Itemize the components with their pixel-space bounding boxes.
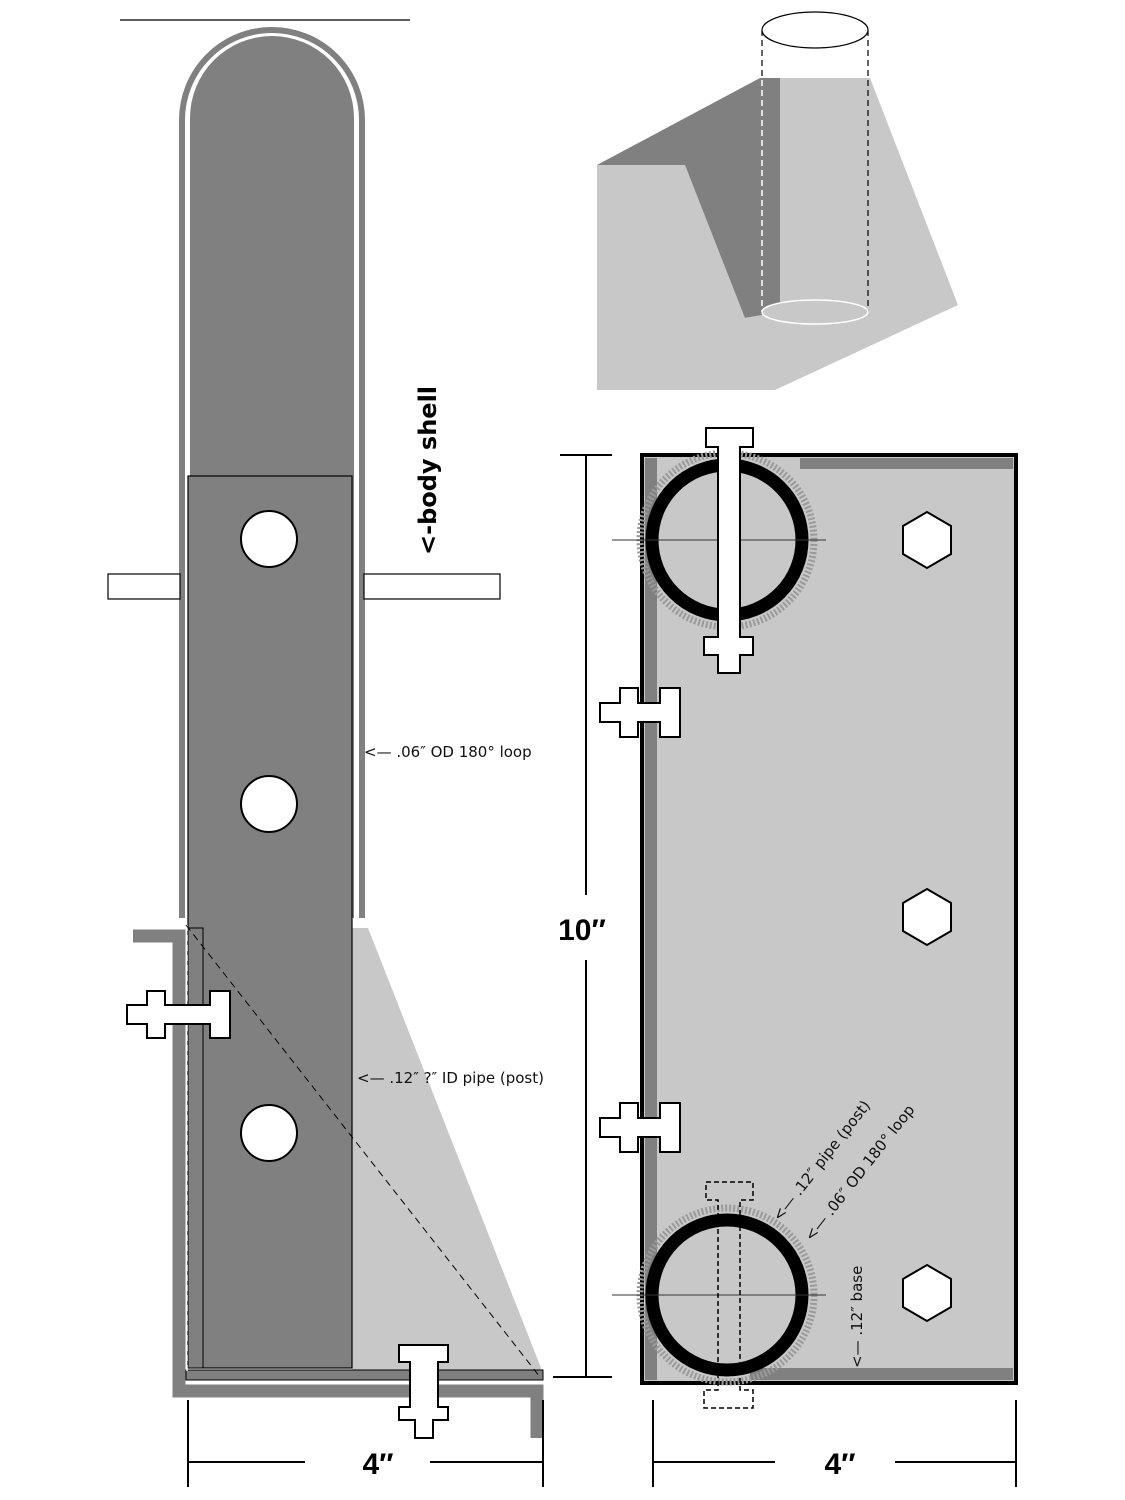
plate-edge-bottom [750,1368,1013,1380]
hex-nut-icon [902,510,952,570]
bolt-vertical [398,1344,449,1439]
pipe-label: <— .12″ ?″ ID pipe (post) [357,1069,544,1087]
post-plate [187,475,353,1369]
bolt-hidden [703,1181,754,1409]
base-plate [185,1369,544,1381]
bolt-vertical-top [703,427,754,674]
cylinder-top [761,11,869,49]
bolt-horizontal [126,990,231,1039]
gusset [352,928,543,1373]
hole [240,775,298,833]
isometric-view [597,11,958,390]
iso-inner-face [597,78,780,318]
crossbar-left [107,573,181,600]
hex-nut-icon [902,1263,952,1323]
l-bracket [133,929,544,1438]
hole [240,1104,298,1162]
bolt-side [599,687,681,738]
crossbar-right [363,573,501,600]
hex-nut-icon [902,887,952,947]
base-label: <— .12″ base [848,1266,866,1368]
height-dimension: 10″ [558,914,606,947]
body-shell-label: <-body shell [414,386,442,555]
side-view: 4″ <— .06″ OD 180° loop <— .12″ ?″ ID pi… [107,19,544,1487]
cylinder-bottom [761,299,869,325]
front-view: 10″ 4″ <— .12″ pipe (post) <— .06″ OD 18… [553,427,1018,1487]
iso-left-face [597,165,775,390]
front-width-dimension: 4″ [824,1448,855,1481]
loop-label: <— .06″ OD 180° loop [364,743,532,761]
post-wall [187,927,204,1369]
plate-edge-left [645,458,657,1380]
hole [240,510,298,568]
bolt-side [599,1102,681,1153]
plate-edge-top [800,458,1013,469]
side-width-dimension: 4″ [362,1448,393,1481]
